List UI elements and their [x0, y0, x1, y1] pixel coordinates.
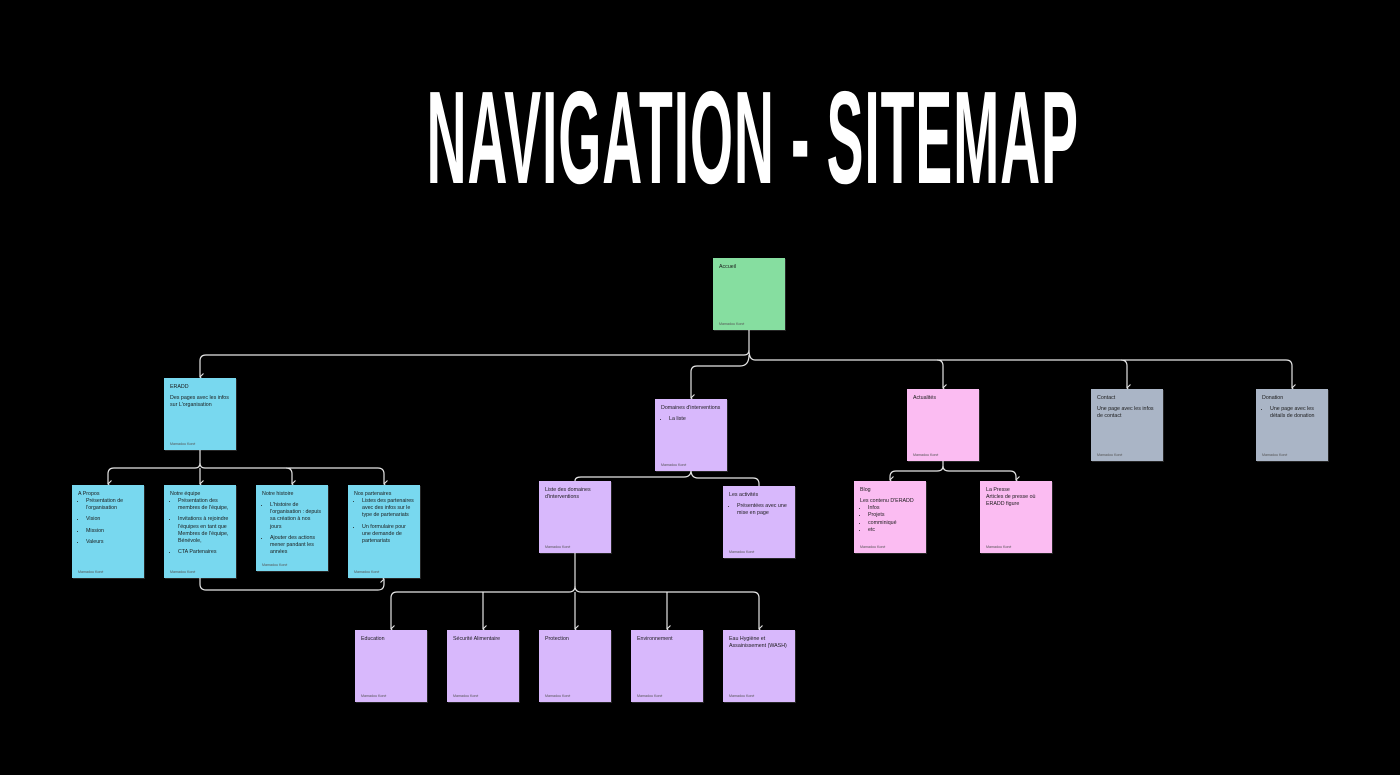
note-item: Ajouter des actions mener pandant les an…	[270, 535, 322, 556]
note-item: Présentation des membres de l'équipe,	[178, 498, 230, 512]
note-title: Accueil	[719, 264, 737, 270]
note-title: Contact	[1097, 395, 1116, 401]
note-a-propos[interactable]: A ProposPrésentation de l'organisationVi…	[72, 485, 144, 578]
note-title: La Presse	[986, 487, 1010, 493]
note-title: Nos partenaires	[354, 491, 392, 497]
note-item: Projets	[868, 512, 920, 519]
note-title: A Propos	[78, 491, 100, 497]
note-author: Mamadou Koné	[719, 321, 745, 326]
note-notre-histoire[interactable]: Notre histoireL'histoire de l'organisati…	[256, 485, 328, 572]
note-title: Actualités	[913, 395, 936, 401]
note-nos-partenaires[interactable]: Nos partenairesListes des partenaires av…	[348, 485, 420, 578]
note-title: Notre équipe	[170, 491, 201, 497]
note-donation[interactable]: DonationUne page avec les détails de don…	[1256, 389, 1328, 461]
note-item: Présentation de l'organisation	[86, 498, 138, 512]
note-title: Protection	[545, 636, 569, 642]
note-title: Blog	[860, 487, 871, 493]
note-author: Mamadou Koné	[637, 693, 663, 698]
note-author: Mamadou Koné	[729, 693, 755, 698]
note-eradd[interactable]: ERADD Des pages avec les infos sur L'orga…	[164, 378, 236, 450]
note-item: La liste	[669, 416, 721, 423]
note-item: Infos	[868, 505, 920, 512]
note-item: etc	[868, 527, 920, 534]
note-author: Mamadou Koné	[354, 569, 380, 574]
note-item: Un formulaire pour une demande de parten…	[362, 524, 414, 545]
note-author: Mamadou Koné	[170, 569, 196, 574]
note-author: Mamadou Koné	[545, 544, 571, 549]
note-title: Sécurité Alimentaire	[453, 636, 501, 642]
note-title: Liste des domaines d'interventions	[545, 487, 591, 501]
note-author: Mamadou Koné	[986, 544, 1012, 549]
note-author: Mamadou Koné	[1097, 452, 1123, 457]
note-body: Les contenu D'ERADD	[860, 498, 914, 505]
note-title: Notre histoire	[262, 491, 294, 497]
note-title: Donation	[1262, 395, 1284, 401]
note-body: Une page avec les infos de contact	[1097, 406, 1154, 420]
note-item: Présentées avec une mise en page	[737, 503, 789, 517]
note-item: Vision	[86, 516, 138, 523]
note-author: Mamadou Koné	[729, 549, 755, 554]
note-author: Mamadou Koné	[1262, 452, 1288, 457]
note-title: Les activités	[729, 492, 759, 498]
note-author: Mamadou Koné	[361, 693, 387, 698]
note-author: Mamadou Koné	[545, 693, 571, 698]
note-item: Mission	[86, 528, 138, 535]
note-author: Mamadou Koné	[262, 563, 288, 568]
note-item: comminiqué	[868, 520, 920, 527]
note-title: ERADD	[170, 384, 189, 390]
note-title: Education	[361, 636, 385, 642]
note-author: Mamadou Koné	[661, 462, 687, 467]
note-author: Mamadou Koné	[860, 544, 886, 549]
note-activites[interactable]: Les activitésPrésentées avec une mise en…	[723, 486, 795, 558]
note-title: Domaines d'interventions	[661, 405, 721, 411]
note-item: Une page avec les détails de donation	[1270, 406, 1322, 420]
note-author: Mamadou Koné	[170, 441, 196, 446]
note-item: CTA Partenaires	[178, 549, 230, 556]
note-domaines[interactable]: Domaines d'interventions La listeMamadou …	[655, 399, 727, 471]
note-title: Eau Hygiène et Assainissement (WASH)	[729, 636, 787, 650]
note-item: Valeurs	[86, 539, 138, 546]
note-body: Des pages avec les infos sur L'organisat…	[170, 395, 229, 409]
note-item: L'histoire de l'organisation : depuis sa…	[270, 502, 322, 531]
note-author: Mamadou Koné	[78, 569, 104, 574]
note-item: Listes des partenaires avec des infos su…	[362, 498, 414, 519]
note-author: Mamadou Koné	[913, 452, 939, 457]
note-notre-equipe[interactable]: Notre équipePrésentation des membres de …	[164, 485, 236, 578]
page-title: NAVIGATION - SITEMAP	[426, 64, 1079, 211]
note-title: Environnement	[637, 636, 673, 642]
note-eau-hygiene[interactable]: Eau Hygiène et Assainissement (WASH) Mama…	[723, 630, 795, 702]
note-author: Mamadou Koné	[453, 693, 479, 698]
note-item: Invitations à rejoindre l'équipes en tan…	[178, 516, 230, 545]
note-body: Articles de presse où ERADD figure	[986, 494, 1036, 508]
